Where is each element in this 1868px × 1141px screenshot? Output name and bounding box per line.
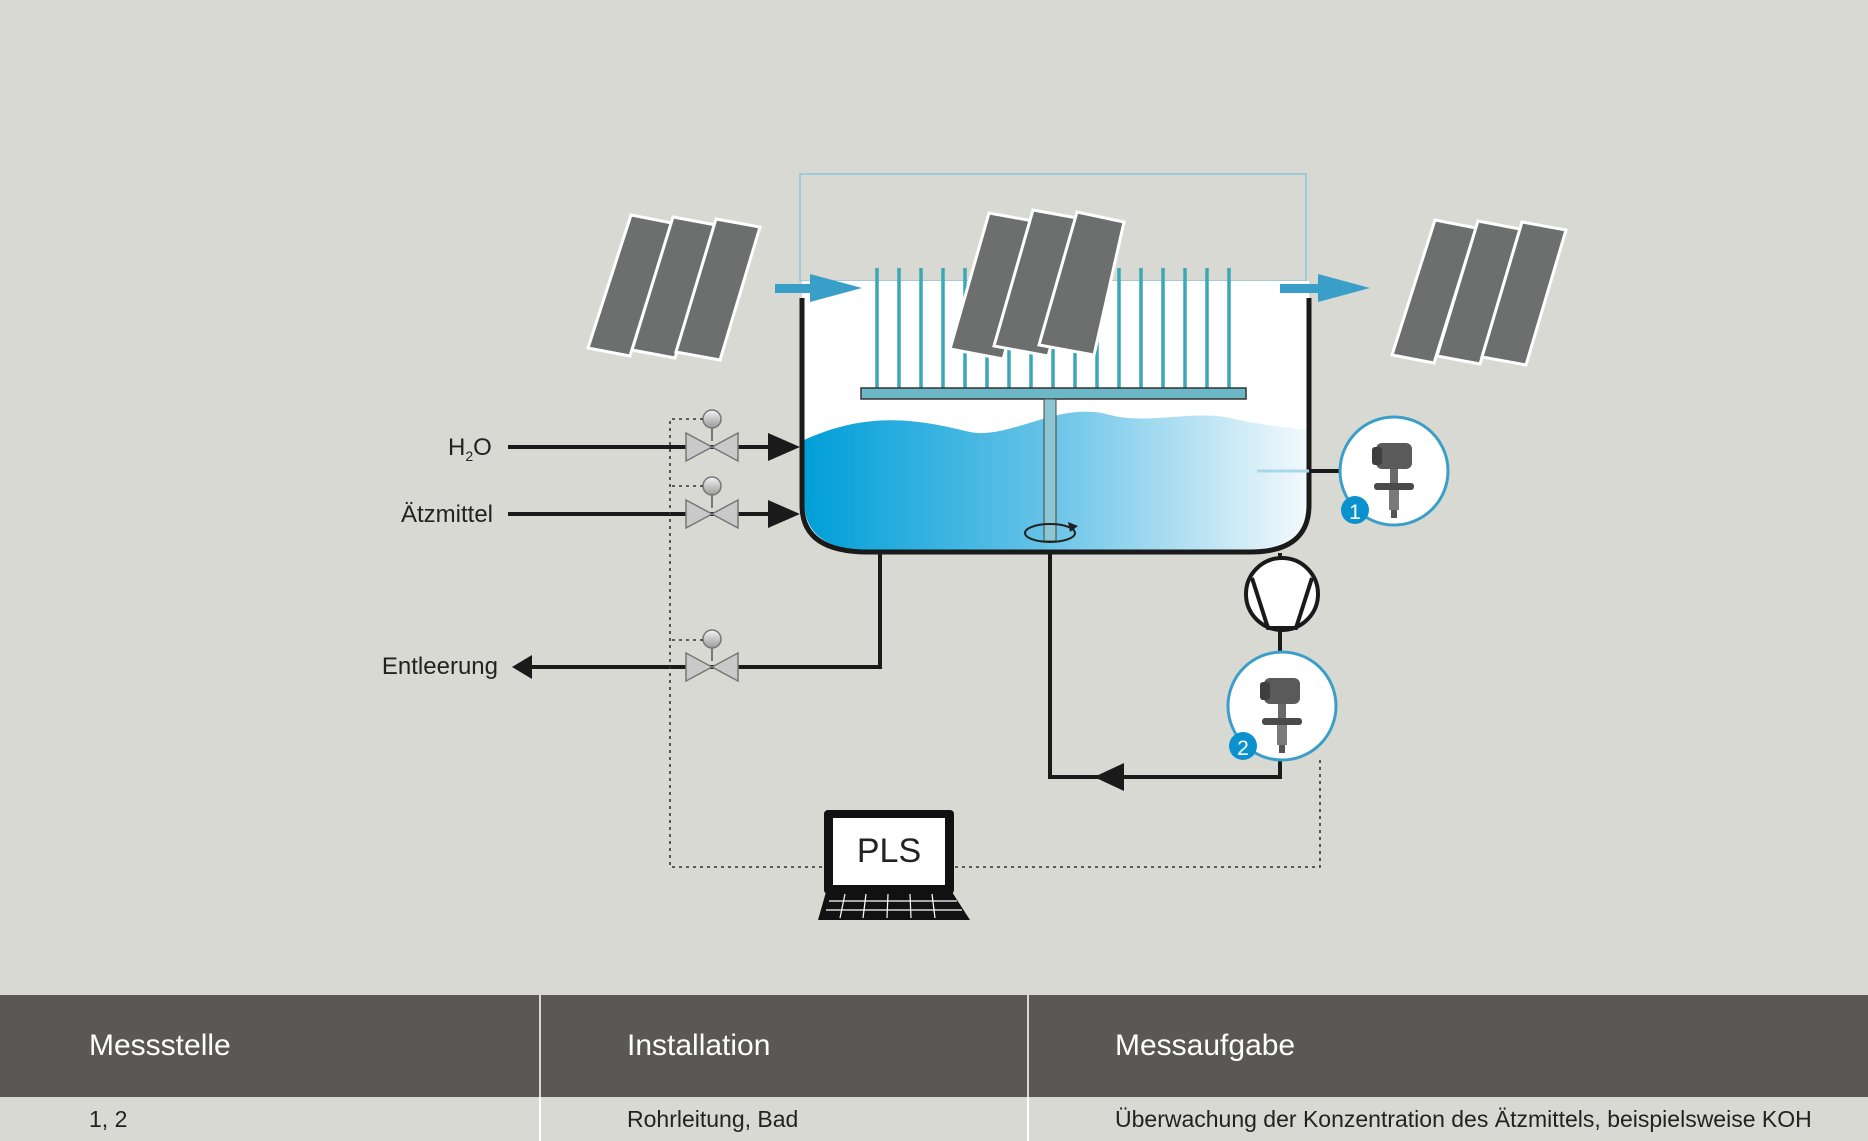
sensor-2[interactable]: 2 bbox=[1226, 650, 1338, 762]
valve-etchant-icon[interactable] bbox=[685, 476, 739, 529]
panel-stack-right bbox=[1390, 218, 1568, 367]
measurement-table: Messstelle Installation Messaufgabe 1, 2… bbox=[0, 995, 1868, 1141]
column-header-task: Messaufgabe bbox=[1027, 995, 1868, 1097]
inlet-arrow-etchant bbox=[768, 500, 800, 528]
tank-wall bbox=[799, 298, 1312, 555]
valve-drain-icon[interactable] bbox=[685, 629, 739, 682]
pump-icon bbox=[1244, 556, 1320, 632]
drain-arrow bbox=[512, 655, 532, 679]
cell-task: Überwachung der Konzentration des Ätzmit… bbox=[1027, 1097, 1868, 1141]
inlet-arrow-h2o bbox=[768, 433, 800, 461]
sensor-1[interactable]: 1 bbox=[1338, 415, 1450, 527]
process-diagram: 1 2 PLS H2O Ätzmittel Entleerung bbox=[382, 173, 1568, 920]
drain-label: Entleerung bbox=[382, 653, 498, 680]
sensor-2-badge bbox=[1229, 732, 1257, 760]
cell-measuring-point: 1, 2 bbox=[0, 1097, 540, 1141]
h2o-label: H2O bbox=[448, 434, 492, 464]
conveyor-arrow-in bbox=[775, 274, 862, 302]
panel-stack-center bbox=[948, 208, 1126, 361]
column-header-measuring-point: Messstelle bbox=[0, 995, 540, 1097]
sensor-2-number: 2 bbox=[1237, 737, 1249, 760]
table-header-row: Messstelle Installation Messaufgabe bbox=[0, 995, 1868, 1097]
recirculation-arrow bbox=[1094, 763, 1124, 791]
agitator-rotation bbox=[1024, 523, 1076, 543]
spray-manifold bbox=[860, 387, 1247, 400]
etchant-label: Ätzmittel bbox=[401, 501, 493, 528]
signal-lines bbox=[669, 418, 1321, 868]
sensor-1-badge bbox=[1341, 496, 1369, 524]
pls-label: PLS bbox=[857, 832, 921, 870]
pls-laptop-icon[interactable]: PLS bbox=[818, 810, 970, 920]
conveyor-arrow-out bbox=[1280, 274, 1370, 302]
table-row: 1, 2 Rohrleitung, Bad Überwachung der Ko… bbox=[0, 1097, 1868, 1141]
cell-installation: Rohrleitung, Bad bbox=[539, 1097, 1028, 1141]
drain-pipe bbox=[530, 553, 882, 669]
sensor-1-number: 1 bbox=[1349, 501, 1361, 524]
column-header-installation: Installation bbox=[539, 995, 1028, 1097]
agitator-shaft bbox=[1043, 398, 1057, 542]
valve-h2o-icon[interactable] bbox=[685, 409, 739, 462]
rotation-arrow bbox=[1068, 522, 1078, 532]
panel-stack-left bbox=[586, 213, 762, 362]
